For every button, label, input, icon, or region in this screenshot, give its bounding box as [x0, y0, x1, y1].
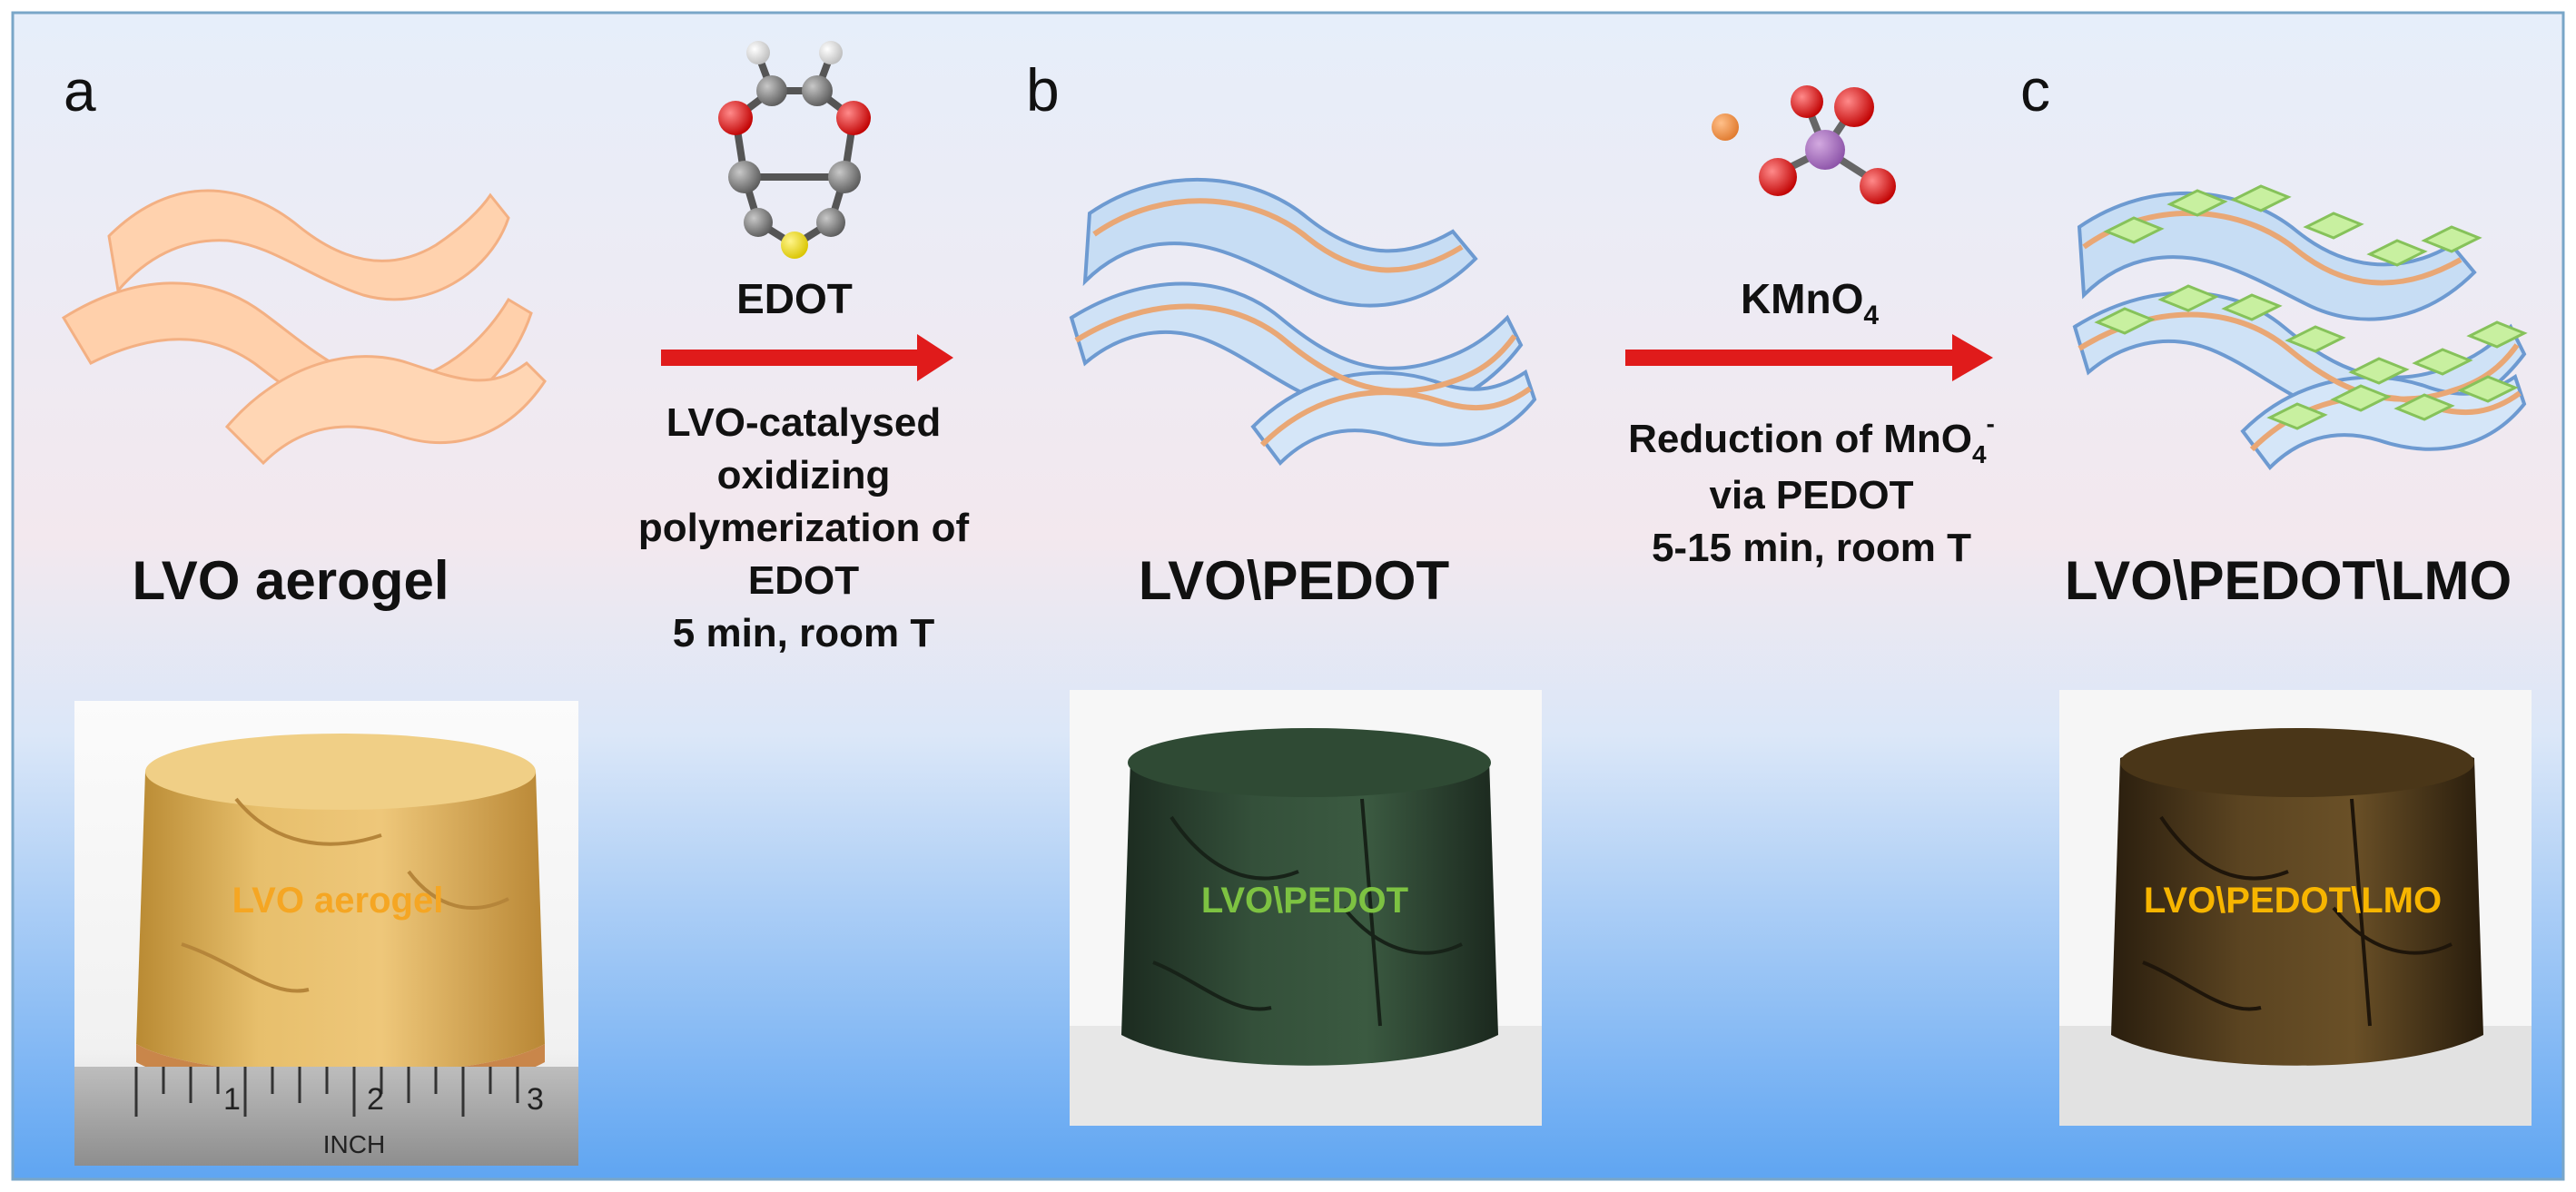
step2-line-1-sup: -	[1987, 409, 1995, 438]
atom-o-1	[718, 101, 753, 135]
photo-a-cylinder	[136, 744, 545, 1075]
step2-line-1-main: Reduction of MnO	[1628, 417, 1972, 461]
panel-c-label: LVO\PEDOT\LMO	[2065, 550, 2512, 611]
c-orange-stripe-1	[2082, 210, 2462, 286]
lvo-pedot-lmo-photo	[2059, 690, 2532, 1126]
step2-line-1: Reduction of MnO4-	[1628, 409, 1995, 468]
lvo-pedot-photo	[1070, 690, 1542, 1126]
lmo-cube	[2221, 293, 2283, 321]
orange-stripe-2	[1074, 303, 1517, 394]
atom-c-2	[802, 75, 833, 106]
photo-a-top-face	[145, 734, 536, 810]
atom-c-5	[744, 208, 773, 237]
lmo-cube	[2230, 184, 2292, 212]
atom-o-a	[1834, 87, 1874, 127]
step2-reagent-main: KMnO	[1741, 275, 1863, 322]
atom-c-6	[816, 208, 845, 237]
lmo-cube	[2412, 348, 2473, 376]
step1-line-2: oxidizing	[717, 453, 891, 497]
step1-line-3: polymerization of	[638, 506, 970, 550]
step2-reagent: KMnO4	[1741, 275, 1879, 330]
ruler-ticks	[134, 1067, 519, 1117]
lmo-cube	[2466, 320, 2528, 349]
lvo-aerogel-fiber-icon	[61, 189, 547, 466]
blue-ribbon-1	[1082, 177, 1478, 308]
step1-reagent: EDOT	[736, 275, 853, 322]
ruler-mark-3: 3	[527, 1082, 544, 1117]
step2-line-1-sub: 4	[1972, 440, 1987, 468]
photo-b-top-face	[1128, 728, 1491, 797]
lmo-cube	[2421, 225, 2482, 253]
lvo-pedot-fiber-icon	[1069, 177, 1537, 467]
panel-b-label: LVO\PEDOT	[1139, 550, 1449, 611]
atom-c-4	[828, 161, 861, 193]
lvo-aerogel-photo: 1 2 3 INCH	[74, 701, 578, 1166]
step2-line-2: via PEDOT	[1710, 473, 1914, 517]
lmo-cube	[2103, 216, 2165, 244]
panel-letter-c: c	[2020, 56, 2050, 123]
peach-ribbon-1	[107, 189, 510, 301]
lmo-cube	[2303, 212, 2364, 240]
atom-o-c	[1759, 158, 1797, 196]
orange-stripe-1	[1092, 198, 1464, 273]
photo-a-crack	[181, 797, 509, 993]
edot-molecule-icon	[718, 41, 871, 259]
atom-o-b	[1791, 85, 1823, 118]
lvo-pedot-lmo-fiber-icon	[2072, 184, 2528, 471]
lmo-cube	[2094, 307, 2156, 335]
step2-line-3: 5-15 min, room T	[1652, 526, 1971, 570]
photo-c-top-face	[2120, 728, 2474, 797]
photo-c-wrinkles	[2142, 798, 2453, 1027]
lmo-cube	[2285, 325, 2346, 353]
orange-stripe-3	[1259, 386, 1532, 448]
atom-s	[781, 232, 808, 259]
panel-a-label: LVO aerogel	[133, 550, 449, 611]
atom-mn	[1805, 130, 1845, 170]
step2-reagent-sub: 4	[1863, 300, 1879, 330]
atom-o-2	[836, 101, 871, 135]
panel-letter-a: a	[64, 58, 96, 123]
step1-line-1: LVO-catalysed	[666, 400, 941, 445]
step1-line-5: 5 min, room T	[673, 611, 935, 655]
atom-h-1	[746, 41, 770, 64]
atom-c-3	[728, 161, 761, 193]
peach-ribbon-3	[224, 355, 547, 466]
panel-letter-b: b	[1026, 56, 1060, 123]
lmo-cube	[2366, 239, 2428, 267]
ruler-mark-2: 2	[367, 1082, 384, 1117]
photo-c-cylinder	[2111, 734, 2483, 1066]
lmo-cube	[2157, 284, 2219, 312]
lmo-nanosheet-cubes	[2094, 184, 2528, 430]
lmo-cube	[2166, 189, 2228, 217]
atom-h-2	[819, 41, 843, 64]
ruler-unit: INCH	[323, 1130, 385, 1158]
lmo-cube	[2330, 384, 2392, 412]
c-orange-stripe-2	[2078, 311, 2520, 402]
kmno4-molecule-icon	[1712, 85, 1896, 204]
photo-c-label: LVO\PEDOT\LMO	[2144, 881, 2442, 921]
photo-b-wrinkles	[1152, 798, 1463, 1027]
photo-b-cylinder	[1121, 734, 1498, 1066]
c-blue-ribbon-3	[2240, 373, 2527, 471]
photo-a-label: LVO aerogel	[232, 881, 444, 921]
lmo-cube	[2393, 393, 2455, 421]
atom-o-d	[1860, 168, 1896, 204]
atom-k	[1712, 113, 1739, 141]
photo-b-label: LVO\PEDOT	[1201, 881, 1408, 921]
ruler-mark-1: 1	[223, 1082, 241, 1117]
step2-arrow	[1625, 334, 1993, 381]
step1-line-4: EDOT	[748, 558, 859, 603]
lmo-cube	[2348, 357, 2410, 385]
lmo-cube	[2266, 402, 2328, 430]
blue-ribbon-3	[1250, 369, 1537, 467]
atom-c-1	[756, 75, 787, 106]
lmo-cube	[2457, 375, 2519, 403]
step1-arrow	[661, 334, 953, 381]
